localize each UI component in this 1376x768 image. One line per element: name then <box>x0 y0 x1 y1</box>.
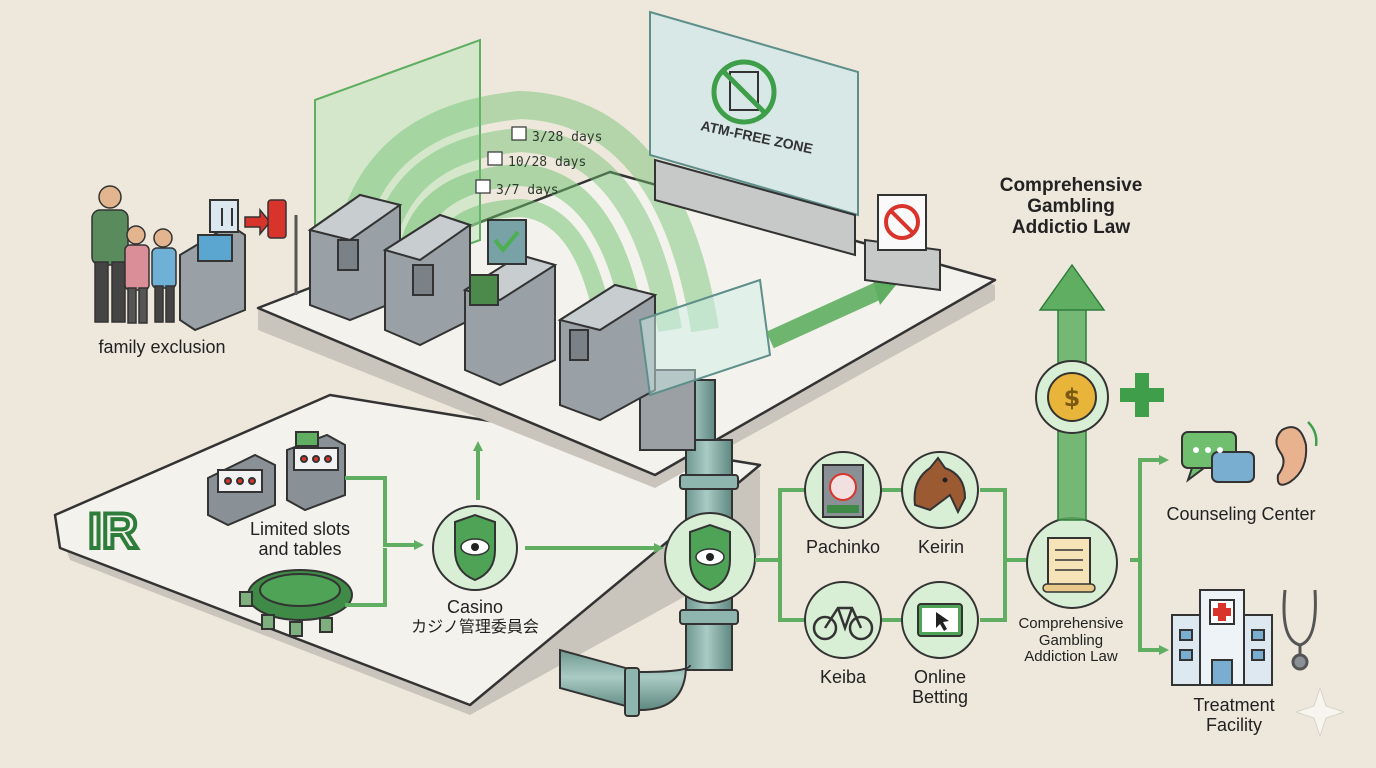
counseling-center-label: Counseling Center <box>1166 504 1316 524</box>
flow-arrow-gates <box>766 281 884 349</box>
exclusion-period-1: 3/28 days <box>532 130 602 145</box>
hospital-icon <box>1171 589 1273 686</box>
exclusion-tag-icon <box>244 199 298 295</box>
ear-icon <box>1275 421 1318 486</box>
plus-icon <box>1120 373 1164 417</box>
tablet-cursor-icon <box>901 581 979 659</box>
scroll-icon <box>1026 517 1118 609</box>
coin-icon: $ <box>1035 360 1109 434</box>
casino-table-icon <box>239 569 353 637</box>
bicycle-icon <box>804 581 882 659</box>
exclusion-period-3: 3/7 days <box>496 183 559 198</box>
no-entry-sign-icon <box>864 194 941 292</box>
limited-slots-label: Limited slots and tables <box>249 519 351 559</box>
flow-arrows-casino <box>345 441 664 607</box>
svg-text:$: $ <box>1064 384 1081 412</box>
atm-free-sign: ATM-FREE ZONE <box>649 10 859 257</box>
ir-logo: IR <box>88 503 138 559</box>
casino-label: Casino <box>446 597 504 617</box>
flow-lines-gambling <box>755 455 1169 655</box>
slot-machine-icon <box>207 431 346 527</box>
keiba-label: Keiba <box>819 667 867 687</box>
law-label-top: Comprehensive Gambling Addictio Law <box>999 175 1143 238</box>
pachinko-icon <box>804 451 882 529</box>
online-betting-label: Online Betting <box>911 667 969 707</box>
eye-shield-icon <box>432 505 518 591</box>
keirin-label: Keirin <box>917 537 965 557</box>
eye-shield-icon-pipe <box>664 512 756 604</box>
kiosk-icon <box>179 199 246 332</box>
family-icon <box>91 185 177 324</box>
gate-icon <box>307 193 772 422</box>
treatment-facility-label: Treatment Facility <box>1193 695 1275 735</box>
exclusion-period-2: 10/28 days <box>508 155 586 170</box>
casino-commission-label: カジノ管理委員会 <box>411 617 539 636</box>
horse-icon <box>901 451 979 529</box>
pachinko-label: Pachinko <box>805 537 881 557</box>
chat-bubbles-icon <box>1181 431 1255 483</box>
stethoscope-icon <box>1282 589 1317 671</box>
sparkle-icon <box>1294 686 1346 738</box>
family-exclusion-label: family exclusion <box>98 337 226 357</box>
law-label-mid: Comprehensive Gambling Addiction Law <box>1018 615 1124 665</box>
no-atm-icon <box>711 59 777 125</box>
